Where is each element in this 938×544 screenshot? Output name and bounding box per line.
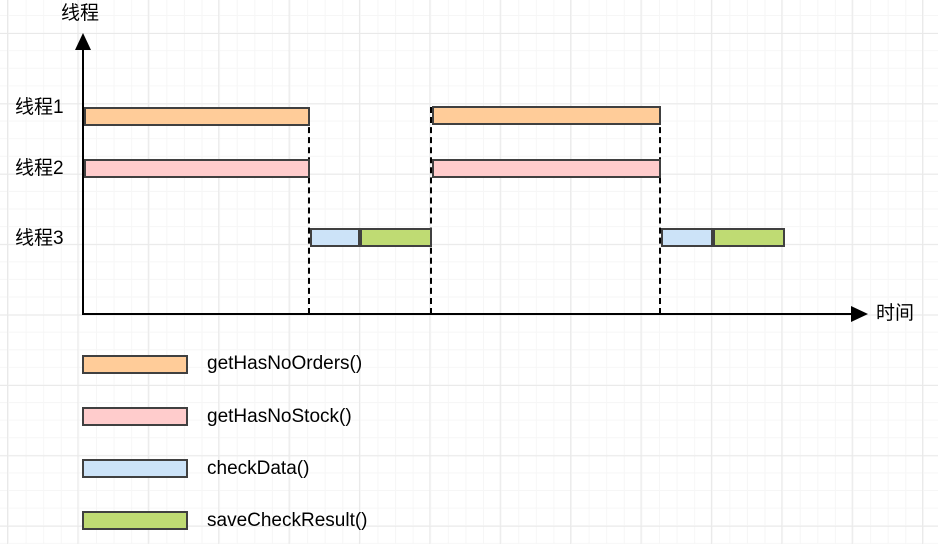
legend-swatch-gethasnoorders [82,355,188,374]
bar-savecheckresult-cycle1 [360,228,432,247]
dashed-sync-line-1 [308,107,310,314]
y-axis-arrow-icon [75,33,91,50]
legend-label-checkdata: checkData() [207,458,310,479]
x-axis-label: 时间 [876,303,915,324]
legend-swatch-savecheckresult [82,511,188,530]
bar-checkdata-cycle1 [310,228,360,247]
y-axis-line [82,44,84,315]
legend-label-gethasnostock: getHasNoStock() [207,406,352,427]
bar-gethasnostock-cycle1 [84,159,310,178]
legend-label-savecheckresult: saveCheckResult() [207,510,368,531]
x-axis-arrow-icon [851,306,868,322]
row-label-thread2: 线程2 [15,158,64,179]
bar-gethasnoorders-cycle1 [84,107,310,126]
x-axis-line [82,313,854,315]
bar-checkdata-cycle2 [661,228,713,247]
legend-swatch-gethasnostock [82,407,188,426]
legend-label-gethasnoorders: getHasNoOrders() [207,353,363,374]
row-label-thread1: 线程1 [15,97,64,118]
row-label-thread3: 线程3 [15,228,64,249]
bar-gethasnoorders-cycle2 [432,106,661,125]
y-axis-label: 线程 [61,3,100,24]
legend-swatch-checkdata [82,459,188,478]
bar-gethasnostock-cycle2 [432,159,661,178]
dashed-sync-line-2 [430,107,432,314]
dashed-sync-line-3 [659,107,661,314]
bar-savecheckresult-cycle2 [713,228,785,247]
